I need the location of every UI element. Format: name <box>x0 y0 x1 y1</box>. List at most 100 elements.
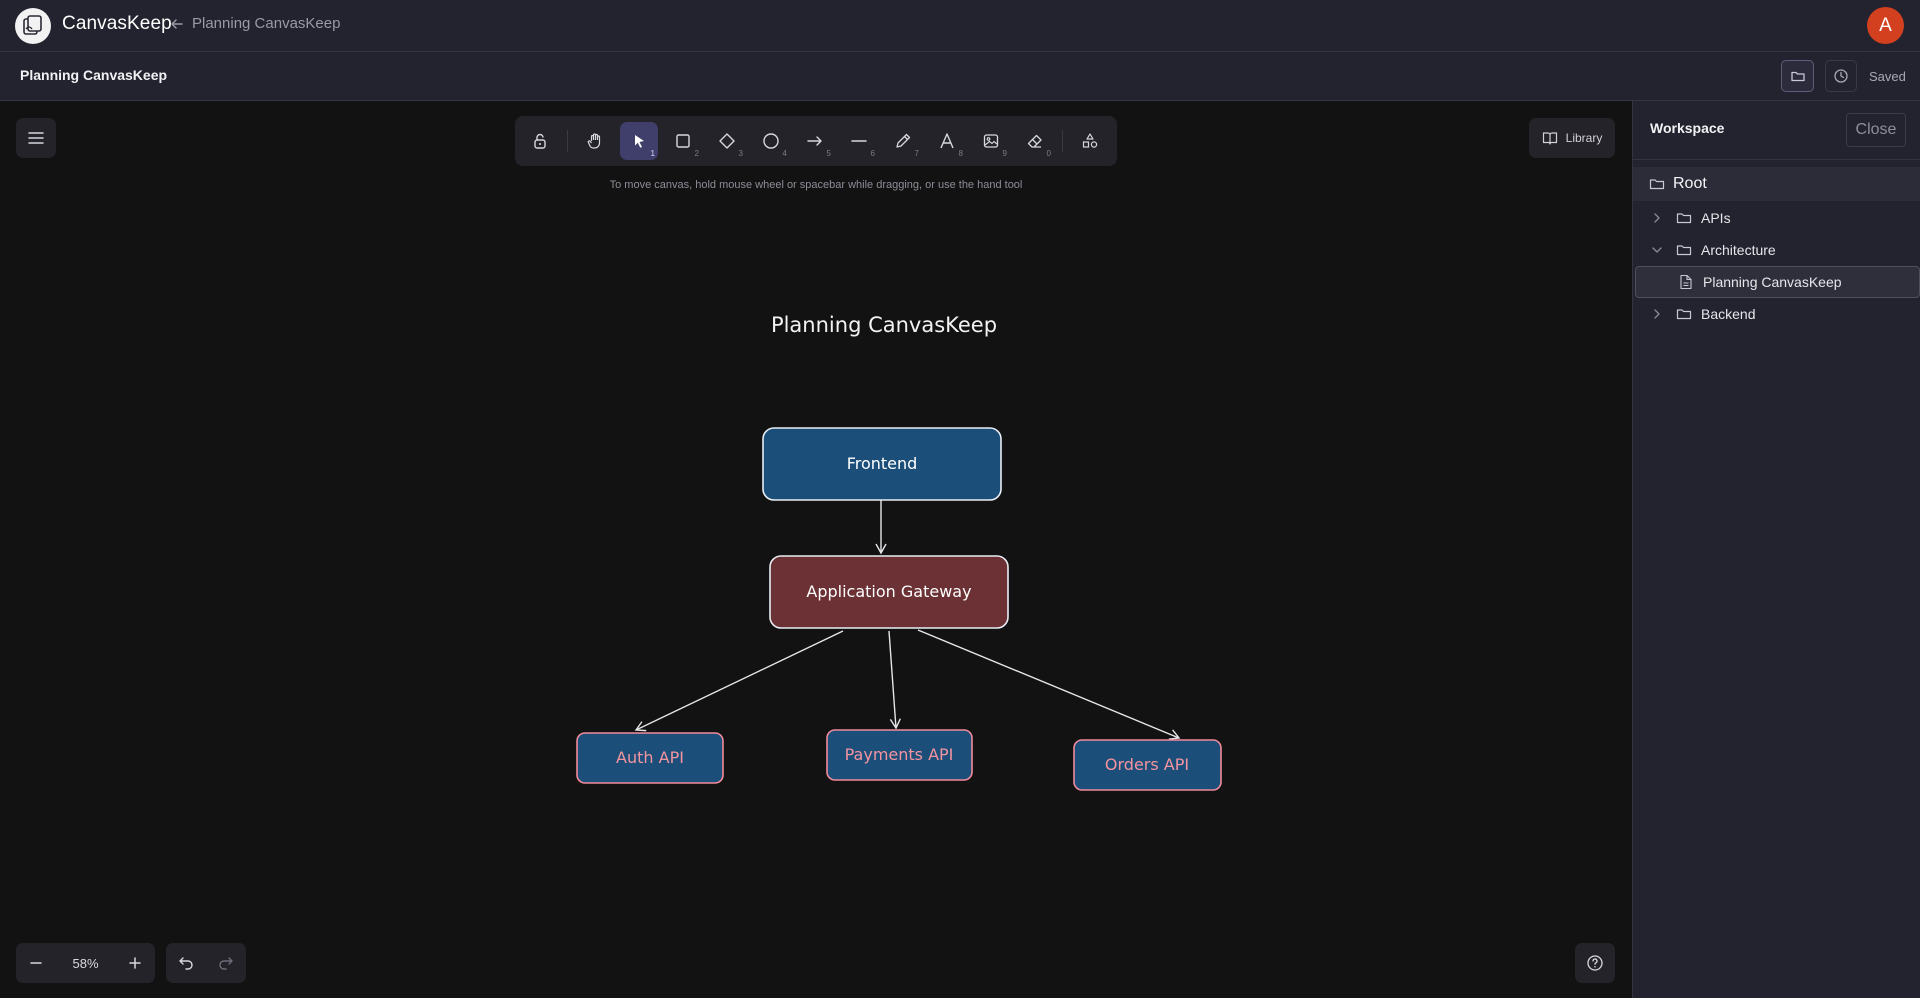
tool-selection[interactable]: 1 <box>620 122 658 160</box>
history-button[interactable] <box>1825 60 1857 92</box>
chevron-right-icon[interactable] <box>1649 306 1665 322</box>
clock-icon <box>1834 69 1848 83</box>
tool-image-key: 9 <box>1002 149 1007 158</box>
folder-icon <box>1649 176 1665 192</box>
back-link-label: Planning CanvasKeep <box>192 15 341 32</box>
tool-rectangle[interactable]: 2 <box>664 122 702 160</box>
folder-icon <box>1790 71 1805 82</box>
tool-draw-key: 7 <box>914 149 919 158</box>
line-icon <box>851 140 867 142</box>
sidebar-title: Workspace <box>1650 120 1725 136</box>
undo-icon <box>179 957 193 970</box>
node-gateway-label: Application Gateway <box>806 582 971 601</box>
book-open-icon <box>1542 132 1557 145</box>
tree-item-label: APIs <box>1701 210 1731 226</box>
document-bar: Planning CanvasKeep Saved <box>0 52 1920 101</box>
node-orders-api-shape <box>1073 739 1222 791</box>
edge-gateway-orders[interactable] <box>917 629 1181 740</box>
node-gateway[interactable]: Application Gateway <box>769 555 1009 629</box>
save-status: Saved <box>1869 69 1906 84</box>
folder-icon <box>1676 210 1692 226</box>
zoom-out-button[interactable] <box>16 943 56 983</box>
minus-icon <box>30 962 42 964</box>
main-menu-button[interactable] <box>16 118 56 158</box>
help-button[interactable] <box>1575 943 1615 983</box>
node-orders-api[interactable]: Orders API <box>1073 739 1222 791</box>
app-header: CanvasKeep Planning CanvasKeep A <box>0 0 1920 52</box>
tool-arrow[interactable]: 5 <box>796 122 834 160</box>
node-payments-api[interactable]: Payments API <box>826 729 973 781</box>
tool-lock[interactable] <box>521 122 559 160</box>
shapes-icon <box>1082 133 1098 148</box>
tree-item-label: Architecture <box>1701 242 1776 258</box>
node-frontend-shape <box>762 427 1002 501</box>
drawing-canvas[interactable]: Planning CanvasKeep Frontend Application… <box>0 101 1632 998</box>
chevron-right-icon[interactable] <box>1649 210 1665 226</box>
diagram-scene: Planning CanvasKeep Frontend Application… <box>576 313 1222 791</box>
tool-diamond[interactable]: 3 <box>708 122 746 160</box>
tree-item-root[interactable]: Root <box>1633 167 1920 201</box>
app-logo[interactable] <box>15 8 51 44</box>
tool-rectangle-key: 2 <box>694 149 699 158</box>
tool-arrow-key: 5 <box>826 149 831 158</box>
node-frontend-label: Frontend <box>847 454 918 473</box>
tool-text[interactable]: 8 <box>928 122 966 160</box>
user-avatar[interactable]: A <box>1867 7 1904 44</box>
tool-eraser[interactable]: 0 <box>1016 122 1054 160</box>
help-circle-icon <box>1587 955 1603 971</box>
tool-text-key: 8 <box>958 149 963 158</box>
tool-ellipse[interactable]: 4 <box>752 122 790 160</box>
folder-icon <box>1676 242 1692 258</box>
arrow-right-icon <box>807 136 822 146</box>
tree-item-architecture[interactable]: Architecture <box>1633 234 1920 266</box>
tree-item-planning-canvaskeep[interactable]: Planning CanvasKeep <box>1635 266 1920 298</box>
edge-gateway-payments[interactable] <box>888 630 901 730</box>
node-frontend[interactable]: Frontend <box>762 427 1002 501</box>
pointer-icon <box>635 135 644 148</box>
toolbar-divider <box>1062 130 1063 152</box>
library-button[interactable]: Library <box>1529 118 1615 158</box>
lock-open-icon <box>534 133 546 149</box>
eraser-icon <box>1027 134 1042 148</box>
tool-image[interactable]: 9 <box>972 122 1010 160</box>
edge-gateway-auth[interactable] <box>634 630 844 732</box>
document-title: Planning CanvasKeep <box>20 67 168 83</box>
undo-button[interactable] <box>166 943 206 983</box>
workspace-toggle-button[interactable] <box>1781 60 1814 92</box>
tool-ellipse-key: 4 <box>782 149 787 158</box>
brand-name: CanvasKeep <box>62 13 172 34</box>
image-icon <box>983 134 999 148</box>
node-orders-api-label: Orders API <box>1105 755 1189 774</box>
arrow-left-icon <box>171 18 183 29</box>
history-controls <box>166 943 246 983</box>
diagram-title[interactable]: Planning CanvasKeep <box>771 313 997 337</box>
tool-selection-key: 1 <box>650 149 655 158</box>
canvas-hint: To move canvas, hold mouse wheel or spac… <box>609 179 1023 191</box>
plus-icon <box>129 957 141 969</box>
tool-extra-shapes[interactable] <box>1071 122 1109 160</box>
tool-draw[interactable]: 7 <box>884 122 922 160</box>
tool-line-key: 6 <box>870 149 875 158</box>
tool-hand[interactable] <box>576 122 614 160</box>
tool-line[interactable]: 6 <box>840 122 878 160</box>
tree-item-backend[interactable]: Backend <box>1633 298 1920 330</box>
hand-icon <box>587 133 601 149</box>
tree-item-apis[interactable]: APIs <box>1633 202 1920 234</box>
tree-item-label: Root <box>1673 175 1707 192</box>
close-sidebar-button[interactable]: Close <box>1846 113 1906 147</box>
node-payments-api-shape <box>826 729 973 781</box>
tree-item-label: Backend <box>1701 306 1756 322</box>
diamond-icon <box>719 133 735 149</box>
tool-diamond-key: 3 <box>738 149 743 158</box>
zoom-in-button[interactable] <box>115 943 155 983</box>
chevron-down-icon[interactable] <box>1649 242 1665 258</box>
toolbar-divider <box>567 130 568 152</box>
zoom-level[interactable]: 58% <box>72 955 99 971</box>
hamburger-icon <box>28 132 44 144</box>
redo-icon <box>219 957 233 970</box>
node-auth-api[interactable]: Auth API <box>576 732 724 784</box>
tool-eraser-key: 0 <box>1046 149 1051 158</box>
shape-toolbar: 1 2 3 4 5 <box>515 116 1117 166</box>
back-link[interactable]: Planning CanvasKeep <box>170 15 340 32</box>
redo-button[interactable] <box>206 943 246 983</box>
